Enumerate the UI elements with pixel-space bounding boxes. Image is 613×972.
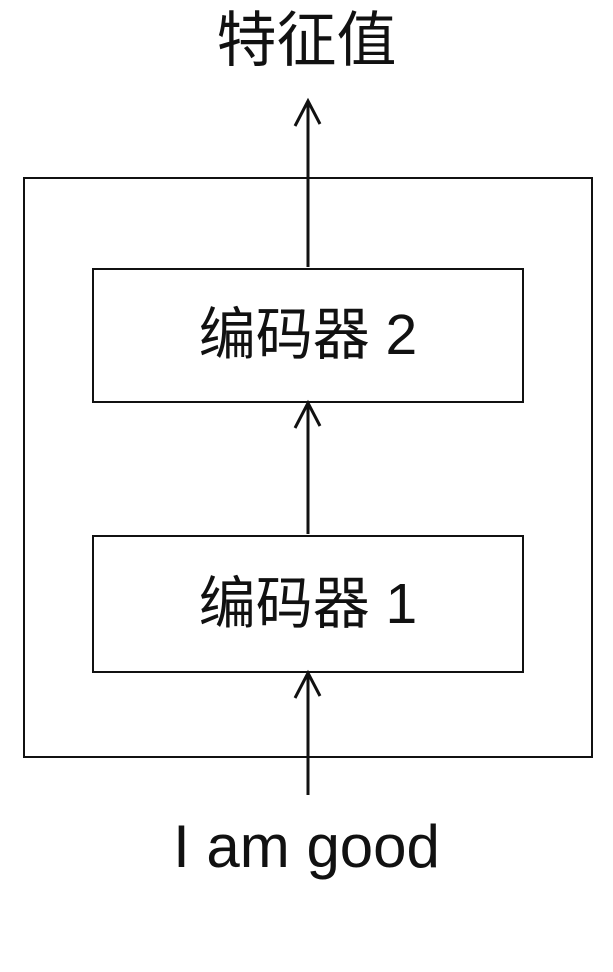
encoder-2-box: 编码器 2 [92, 268, 524, 403]
input-sentence-label: I am good [173, 813, 440, 880]
encoder-1-label: 编码器 1 [198, 571, 418, 636]
output-feature-label: 特征值 [216, 7, 397, 74]
encoder-1-box: 编码器 1 [92, 535, 524, 673]
encoder-2-label: 编码器 2 [198, 303, 418, 367]
